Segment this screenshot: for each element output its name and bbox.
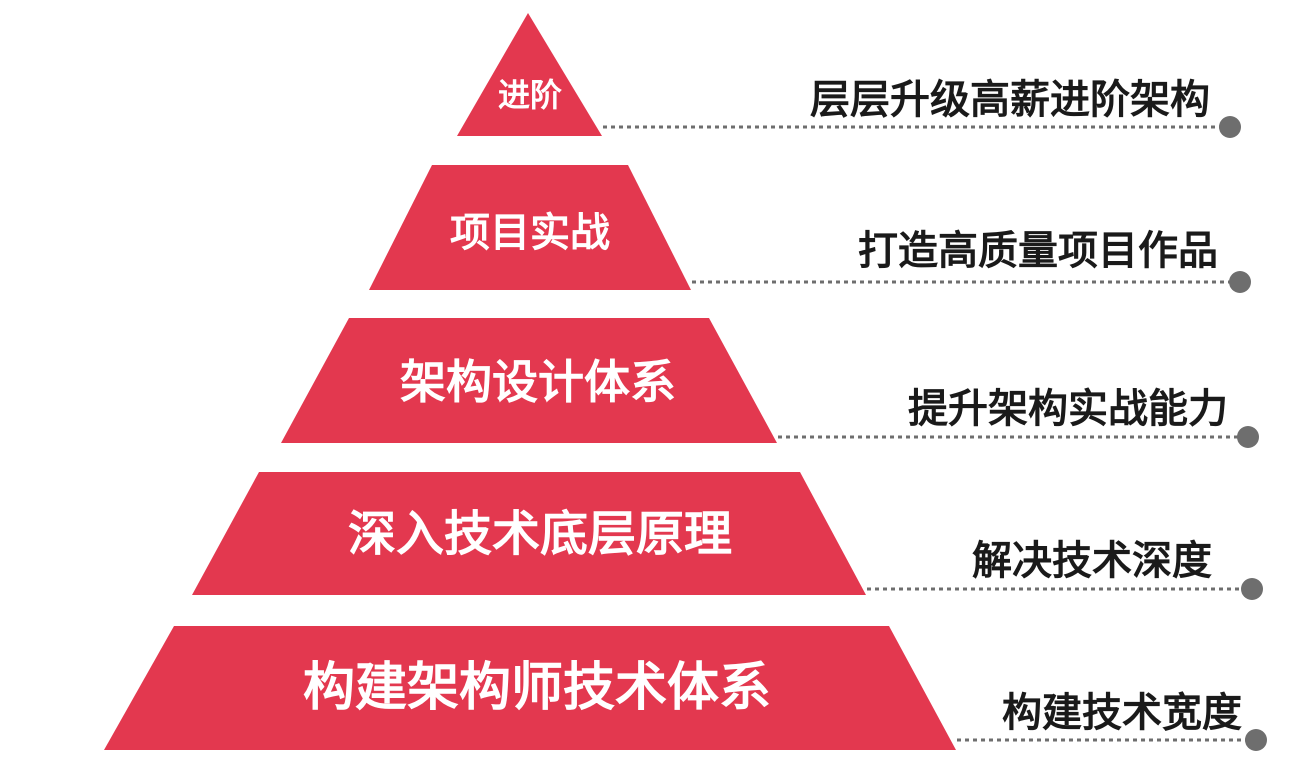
connector-dot-4 <box>1241 578 1263 600</box>
connector-dot-3 <box>1237 426 1259 448</box>
pyramid-tier-2 <box>369 165 691 290</box>
tier-label-4: 深入技术底层原理 <box>347 506 733 562</box>
tier-description-2: 打造高质量项目作品 <box>858 228 1218 274</box>
pyramid-tier-5 <box>104 626 956 750</box>
pyramid-tier-4 <box>192 472 866 595</box>
pyramid-tier-3 <box>281 318 777 443</box>
tier-label-2: 项目实战 <box>450 210 610 256</box>
connector-dot-2 <box>1229 271 1251 293</box>
tier-label-3: 架构设计体系 <box>400 355 676 409</box>
tier-description-5: 构建技术宽度 <box>1002 690 1242 736</box>
connector-dot-5 <box>1245 729 1267 751</box>
tier-description-1: 层层升级高薪进阶架构 <box>810 77 1210 123</box>
pyramid-tier-1 <box>457 13 602 136</box>
connector-dot-1 <box>1219 116 1241 138</box>
tier-description-3: 提升架构实战能力 <box>908 386 1228 432</box>
tier-label-5: 构建架构师技术体系 <box>302 658 772 718</box>
tier-label-1: 进阶 <box>497 76 563 114</box>
tier-description-4: 解决技术深度 <box>972 538 1212 584</box>
